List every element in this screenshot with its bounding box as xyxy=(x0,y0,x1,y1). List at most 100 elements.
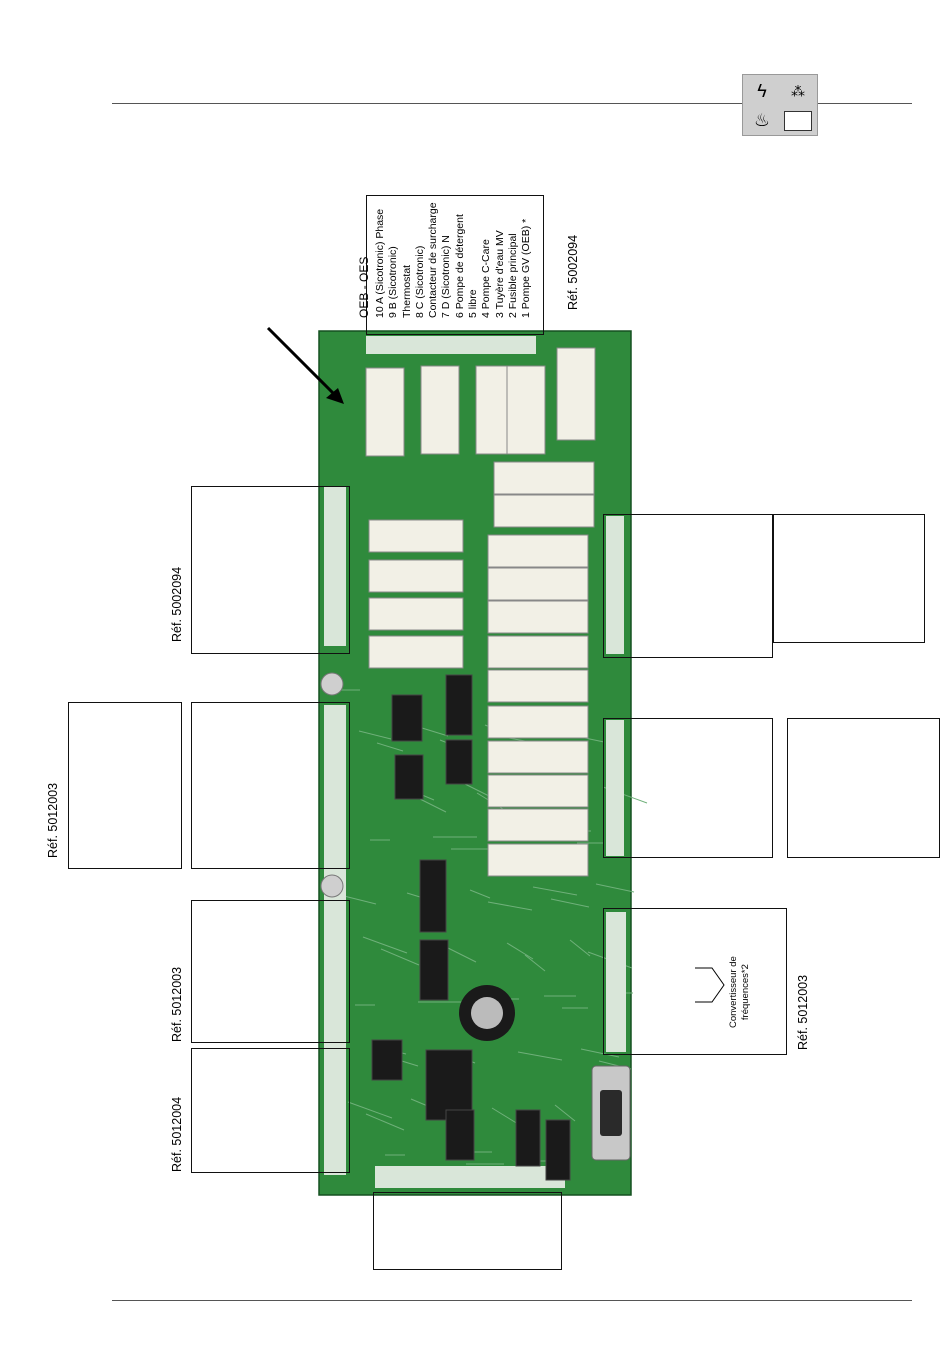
connector-strip-right-lower xyxy=(606,912,626,1052)
callout-box-right-middle-b xyxy=(787,718,940,858)
integrated-circuit xyxy=(445,1109,475,1161)
pcb-trace xyxy=(443,945,477,963)
relay xyxy=(365,367,405,457)
integrated-circuit xyxy=(445,739,473,785)
integrated-circuit xyxy=(419,859,447,933)
relay xyxy=(368,559,464,593)
callout-box-left-lower xyxy=(191,900,350,1043)
pcb-trace xyxy=(554,1104,576,1122)
ref-label-top-right: Réf. 5002094 xyxy=(566,234,580,310)
pcb-trace xyxy=(550,898,590,908)
pcb-trace xyxy=(362,936,408,954)
relay xyxy=(487,740,589,774)
pcb-trace xyxy=(343,895,377,905)
relay xyxy=(556,347,596,441)
pcb-trace xyxy=(491,1107,519,1125)
callout-box-right-middle-a xyxy=(603,718,773,858)
pcb-trace xyxy=(380,948,420,966)
connector-strip-top xyxy=(366,336,536,354)
relay xyxy=(487,669,589,703)
callout-box-bottom xyxy=(373,1192,562,1270)
pcb-trace xyxy=(347,1101,393,1119)
legend-line: 1 Pompe GV (OEB) * xyxy=(520,218,533,318)
legend-line: 10 A (Sicotronic) Phase xyxy=(374,208,386,318)
pcb-trace xyxy=(569,939,591,957)
integrated-circuit xyxy=(419,939,449,1001)
pcb-trace xyxy=(487,901,533,911)
pcb-trace xyxy=(524,954,546,972)
connector-strip-bottom xyxy=(375,1166,565,1188)
pcb-trace xyxy=(506,942,534,960)
pcb-trace xyxy=(517,1051,563,1061)
relay xyxy=(487,774,589,808)
integrated-circuit xyxy=(545,1119,571,1181)
connector-legend: OEB - OES 10 A (Sicotronic) Phase 9 B (S… xyxy=(354,202,534,318)
connector-strip-right-upper xyxy=(606,516,624,654)
relay xyxy=(487,705,589,739)
ref-label-left-upper: Réf. 5002094 xyxy=(170,566,184,642)
legend-line: 7 D (Sicotronic) N xyxy=(440,235,453,318)
legend-line: Thermostat xyxy=(400,264,413,318)
relay xyxy=(487,635,589,669)
integrated-circuit xyxy=(515,1109,541,1167)
mounting-hole xyxy=(320,874,344,898)
pcb-trace xyxy=(580,1048,620,1058)
callout-box-right-upper-b xyxy=(773,514,925,643)
spray-icon: ⁂ xyxy=(791,83,805,99)
legend-line: 3 Tuyère d'eau MV xyxy=(493,230,506,318)
relay xyxy=(420,365,460,455)
callout-box-right-lower xyxy=(603,908,787,1055)
integrated-circuit xyxy=(394,754,424,800)
relay xyxy=(487,600,589,634)
legend-line: Contacteur de surcharge xyxy=(427,202,440,318)
callout-box-far-left xyxy=(68,702,182,869)
relay xyxy=(487,567,589,601)
flame-icon: ♨ xyxy=(753,110,771,130)
relay xyxy=(368,519,464,553)
capacitor-top xyxy=(471,997,503,1029)
relay xyxy=(487,808,589,842)
pcb-trace xyxy=(365,1113,405,1131)
mounting-hole xyxy=(320,672,344,696)
category-logo: ϟ ⁂ ♨ xyxy=(742,74,818,136)
pcb-trace xyxy=(376,742,404,752)
relay xyxy=(493,494,595,528)
callout-box-left-upper xyxy=(191,486,350,654)
legend-title: OEB - OES xyxy=(357,256,371,318)
connector-strip-left-lower xyxy=(324,705,346,1175)
ref-label-far-left: Réf. 5012003 xyxy=(46,782,60,858)
pointer-arrowhead xyxy=(326,388,344,404)
integrated-circuit xyxy=(371,1039,403,1081)
header-rule xyxy=(112,103,912,104)
db9-pins xyxy=(600,1090,622,1136)
ref-label-right-lower: Réf. 5012003 xyxy=(796,974,810,1050)
legend-line: 9 B (Sicotronic) xyxy=(387,246,400,318)
callout-box-right-upper-a xyxy=(603,514,773,658)
pcb-trace xyxy=(532,886,578,896)
relay xyxy=(368,635,464,669)
integrated-circuit xyxy=(391,694,423,742)
relay xyxy=(487,534,589,568)
legend-line: 4 Pompe C-Care xyxy=(480,239,493,318)
panel-icon xyxy=(781,107,815,134)
lightning-icon: ϟ xyxy=(757,81,767,101)
pcb-trace xyxy=(421,727,449,737)
ref-label-left-lower: Réf. 5012003 xyxy=(170,966,184,1042)
callout-box-left-bottom xyxy=(191,1048,350,1173)
pcb-trace xyxy=(595,883,635,893)
pcb-trace xyxy=(358,730,392,740)
pointer-arrow xyxy=(266,326,340,400)
legend-line: 8 C (Sicotronic) xyxy=(413,245,426,318)
integrated-circuit xyxy=(445,674,473,736)
footer-rule xyxy=(112,1300,912,1301)
pcb-trace xyxy=(469,889,491,899)
connector-legend-box xyxy=(366,195,544,335)
relay xyxy=(506,365,546,455)
legend-line: 5 libre xyxy=(467,289,480,318)
connector-strip-right-middle xyxy=(606,720,624,856)
relay xyxy=(493,461,595,495)
connector-strip-left-upper xyxy=(324,486,346,646)
legend-line: 6 Pompe de détergent xyxy=(453,214,466,318)
ref-label-left-bottom: Réf. 5012004 xyxy=(170,1096,184,1172)
